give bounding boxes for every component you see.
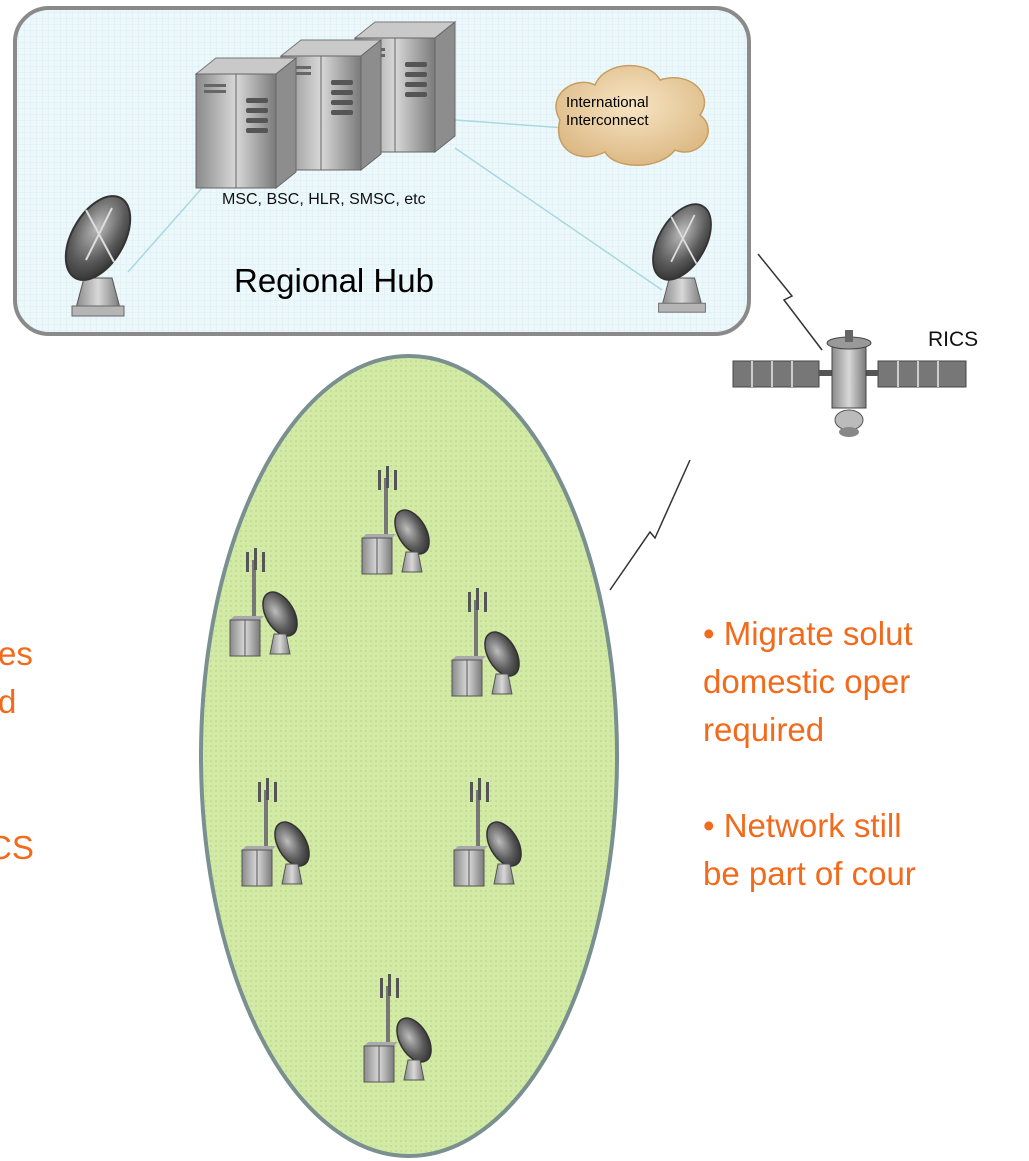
bullet-network: • Network still be part of cour xyxy=(703,802,1029,898)
right-bullets: • Migrate solut domestic oper required •… xyxy=(703,610,1029,946)
left-text-line-1: es xyxy=(0,635,33,672)
bullet-2-line-2: be part of cour xyxy=(703,855,916,892)
cloud-label: International Interconnect xyxy=(566,94,676,130)
satellite-icon xyxy=(732,330,967,437)
uplink-lightning-icon xyxy=(757,253,823,351)
bullet-1-line-3: required xyxy=(703,711,825,748)
left-text-line-2: d xyxy=(0,683,17,720)
remote-sites-cluster xyxy=(199,354,619,1158)
cloud-icon xyxy=(555,64,709,166)
bullet-1-line-1: • Migrate solut xyxy=(703,615,913,652)
hub-title: Regional Hub xyxy=(234,262,434,299)
server-label: MSC, BSC, HLR, SMSC, etc xyxy=(222,191,426,208)
satellite-label: RICS xyxy=(928,328,979,351)
cloud-label-line-1: International xyxy=(566,94,649,111)
bullet-migrate: • Migrate solut domestic oper required xyxy=(703,610,1029,754)
server-rack-1 xyxy=(195,57,297,189)
left-text-line-3: CS xyxy=(0,829,34,866)
bullet-2-line-1: • Network still xyxy=(703,807,902,844)
bullet-1-line-2: domestic oper xyxy=(703,663,911,700)
downlink-lightning-icon xyxy=(609,459,691,591)
cloud-label-line-2: Interconnect xyxy=(566,112,649,129)
